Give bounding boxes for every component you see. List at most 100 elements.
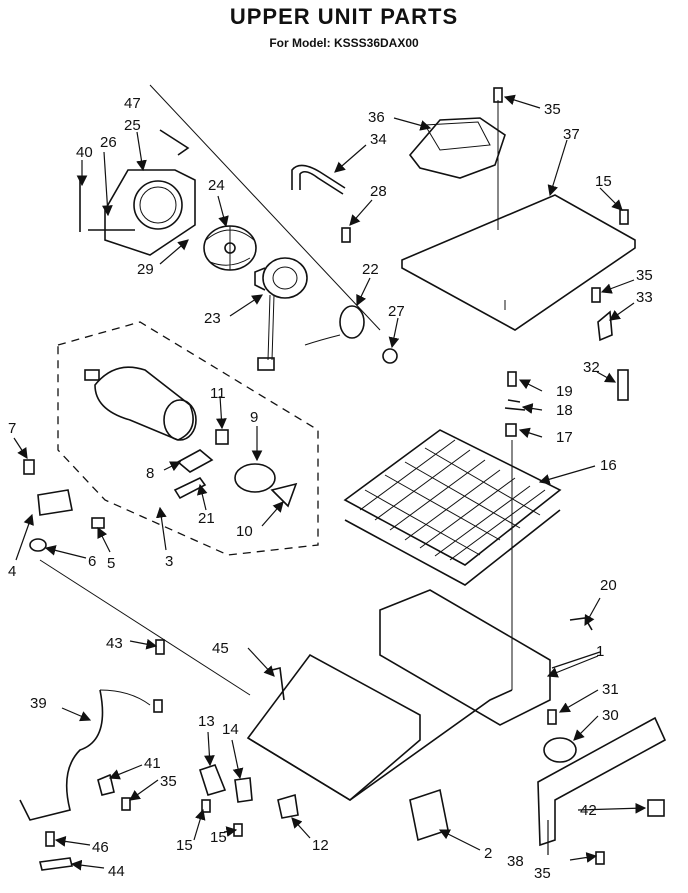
part-label-17: 17 [556,429,573,446]
cap-part [198,764,227,796]
part-label-26: 26 [100,134,117,151]
part-label-7: 7 [8,420,16,437]
part-label-43: 43 [106,635,123,652]
part-label-35-top: 35 [544,101,561,118]
part-label-27: 27 [388,303,405,320]
part-label-42: 42 [580,802,597,819]
gear-motor-part [234,463,276,493]
clip-part [505,423,517,437]
part-label-33: 33 [636,289,653,306]
part-label-47: 47 [124,95,141,112]
motor-assembly-box [57,321,319,556]
part-label-22: 22 [362,261,379,278]
liner-tray-part [246,589,551,801]
air-duct-part [408,117,506,179]
power-cord-part [19,689,104,821]
part-label-15-bottom: 15 [176,837,193,854]
part-label-4: 4 [8,563,16,580]
part-label-9: 9 [250,409,258,426]
screw-part [591,287,601,303]
screw-part [23,459,35,475]
cover-plate-part [401,194,636,331]
part-label-32: 32 [583,359,600,376]
part-label-10: 10 [236,523,253,540]
part-label-11: 11 [210,385,226,402]
screw-part [45,831,55,847]
grommet-part [29,538,47,552]
part-label-13: 13 [198,713,215,730]
part-label-34: 34 [370,131,387,148]
bracket-part [409,788,449,842]
part-label-31: 31 [602,681,619,698]
screw-part [619,209,629,225]
part-label-19: 19 [556,383,573,400]
capacitor-part [176,449,214,473]
part-label-6: 6 [88,553,96,570]
part-label-1: 1 [596,643,604,660]
part-label-35-right: 35 [636,267,653,284]
part-label-25: 25 [124,117,141,134]
part-label-35-bottom: 35 [534,865,551,882]
part-label-45: 45 [212,640,229,657]
screw-part [547,709,557,725]
screw-part [595,851,605,865]
part-label-23: 23 [204,310,221,327]
screw-part [201,799,211,813]
part-label-29: 29 [137,261,154,278]
switch-part [647,799,665,817]
part-label-21: 21 [198,510,215,527]
clamp-part [39,857,73,871]
drain-tube-part [291,164,346,190]
rail-part [537,716,667,847]
pin-part [617,369,629,401]
part-label-18: 18 [556,402,573,419]
fan-blade-part [203,225,257,271]
leader-lines [13,94,647,871]
clip-part [97,773,115,796]
part-label-41: 41 [144,755,161,772]
part-label-40: 40 [76,144,93,161]
wire-connector-part [569,617,593,631]
screw-part [341,227,351,243]
sensor-part [543,737,577,763]
part-label-12: 12 [312,837,329,854]
part-label-46: 46 [92,839,109,856]
fan-ring-wire [304,334,341,346]
terminal-block-part [277,793,299,819]
clip-part [504,399,526,411]
part-label-5: 5 [107,555,115,572]
part-label-14: 14 [222,721,239,738]
thermostat-part [37,489,73,516]
part-label-36: 36 [368,109,385,126]
part-label-8: 8 [146,465,154,482]
part-label-3: 3 [165,553,173,570]
part-label-15-mid: 15 [210,829,227,846]
part-label-24: 24 [208,177,225,194]
screw-part [121,797,131,811]
part-label-15-top: 15 [595,173,612,190]
screw-part [507,371,517,387]
clip-part [597,310,613,342]
bracket-part [234,777,253,803]
fan-motor-part [254,257,308,371]
part-label-35-left: 35 [160,773,177,790]
bracket-part [270,482,298,508]
part-label-16: 16 [600,457,617,474]
part-label-39: 39 [30,695,47,712]
part-label-30: 30 [602,707,619,724]
drain-tube-inner [299,170,344,195]
fan-bracket-part [79,129,196,256]
evaporator-part [343,429,562,586]
part-label-2: 2 [484,845,492,862]
nut-part [382,348,398,364]
part-labels: 1 2 3 4 5 6 7 8 9 10 11 12 13 14 15 15 1… [8,95,653,882]
diagram-subtitle: For Model: KSSS36DAX00 [269,36,419,50]
screw-part [155,639,165,655]
clip-part [91,517,105,529]
wire-harness-part [271,667,285,701]
part-label-37: 37 [563,126,580,143]
part-label-44: 44 [108,863,125,880]
wire-line [39,559,251,696]
fan-ring-part [339,305,365,339]
